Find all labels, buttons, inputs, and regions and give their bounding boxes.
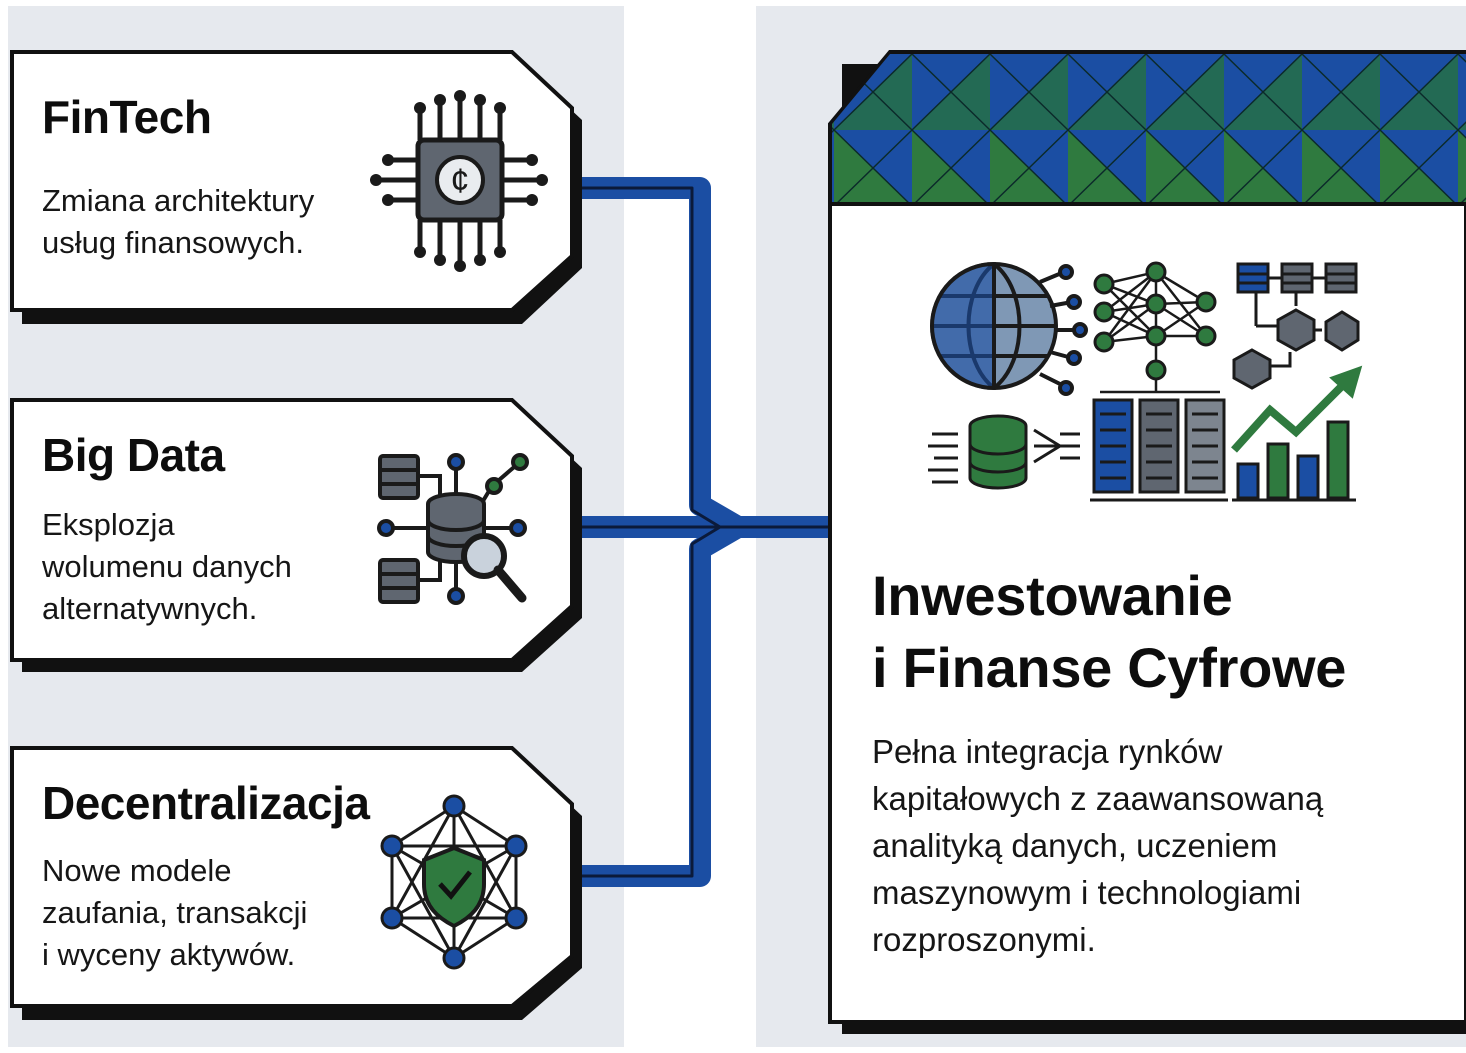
connector-lines	[576, 177, 838, 887]
blockchain-icon	[1232, 262, 1360, 390]
big-data-card	[10, 398, 582, 672]
big-data-title: Big Data	[42, 429, 225, 481]
server-rack-icon	[1090, 398, 1228, 502]
fintech-description: Zmiana architektury usług finansowych.	[42, 183, 315, 260]
database-stream-icon	[928, 414, 1080, 490]
decentralizacja-title: Decentralizacja	[42, 777, 370, 829]
svg-text:¢: ¢	[451, 162, 470, 200]
neural-network-icon	[1093, 261, 1220, 394]
result-description: Pełna integracja rynków kapitałowych z z…	[872, 733, 1324, 958]
result-title: Inwestowanie i Finanse Cyfrowe	[872, 564, 1347, 699]
decentralizacja-description: Nowe modele zaufania, transakcji i wycen…	[42, 853, 308, 972]
globe-network-icon	[930, 261, 1088, 396]
growth-chart-icon	[1231, 365, 1363, 502]
big-data-description: Eksplozja wolumenu danych alternatywnych…	[42, 507, 292, 626]
fintech-title: FinTech	[42, 91, 212, 143]
network-shield-icon	[380, 794, 528, 970]
database-search-icon	[377, 453, 529, 605]
chip-coin-icon: ¢	[370, 90, 548, 272]
